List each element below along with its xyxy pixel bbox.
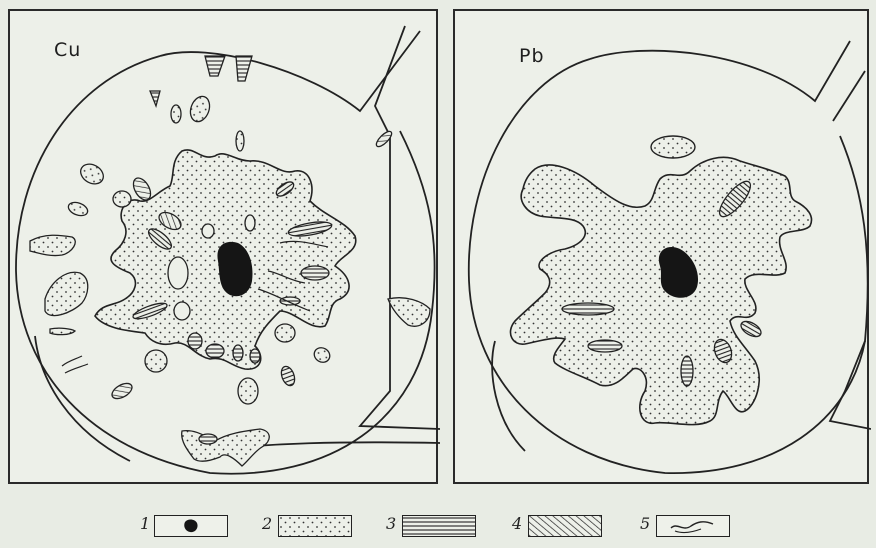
legend-number: 3 bbox=[386, 514, 396, 533]
pb-halo-stipple bbox=[510, 157, 811, 424]
panel-label-pb: Pb bbox=[519, 45, 545, 67]
legend-number: 5 bbox=[640, 514, 650, 533]
pb-fault-line bbox=[833, 71, 865, 121]
legend-number: 4 bbox=[512, 514, 522, 533]
panel-pb: Pb bbox=[453, 9, 869, 484]
panel-cu: Cu bbox=[8, 9, 438, 484]
legend-number: 1 bbox=[140, 514, 150, 533]
pb-fault-line bbox=[492, 341, 525, 451]
legend-number: 2 bbox=[262, 514, 272, 533]
wavy-line-icon bbox=[656, 515, 730, 537]
solid-black-blob-icon bbox=[154, 515, 228, 537]
cu-map-drawing bbox=[10, 11, 440, 486]
cu-fault-line bbox=[360, 26, 440, 429]
diagonal-hatch-icon bbox=[528, 515, 602, 537]
pb-map-drawing bbox=[455, 11, 871, 486]
pb-fault-line bbox=[590, 41, 850, 101]
legend: 1 2 3 4 5 bbox=[140, 509, 740, 539]
pb-satellite-spot bbox=[651, 136, 695, 158]
pb-fault-line bbox=[830, 136, 871, 429]
panel-label-cu: Cu bbox=[54, 39, 81, 61]
horizontal-hatch-icon bbox=[402, 515, 476, 537]
dotted-stipple-icon bbox=[278, 515, 352, 537]
